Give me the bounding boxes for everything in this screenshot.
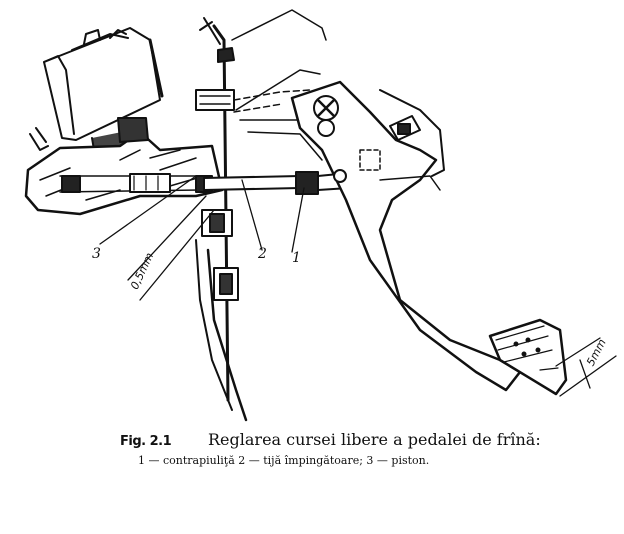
figure-legend: 1 — contrapiuliţă 2 — tijă împingătoare;… [138, 454, 430, 467]
part-label-2: 2 [258, 246, 267, 262]
leader-lines [99, 175, 617, 397]
part-label-3: 3 [92, 246, 101, 262]
figure-title: Reglarea cursei libere a pedalei de frîn… [208, 430, 541, 449]
bracket [195, 9, 327, 422]
figure-number: Fig. 2.1 [120, 434, 172, 449]
part-label-1: 1 [292, 250, 301, 266]
pedal-arm [290, 80, 522, 392]
pedal-pad [488, 318, 568, 396]
master-cylinder [24, 117, 224, 216]
